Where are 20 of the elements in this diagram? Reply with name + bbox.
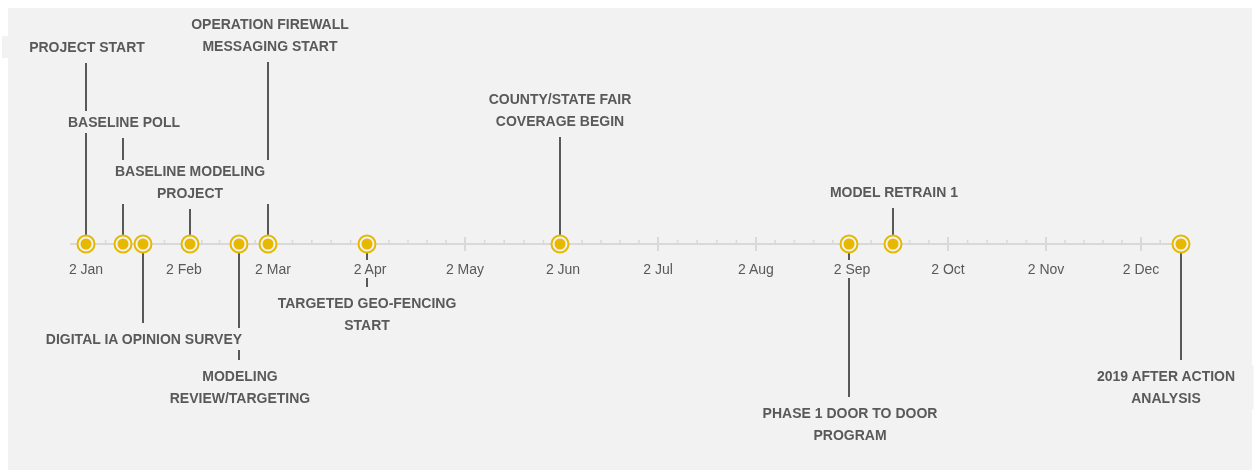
month-label: 2 Apr: [353, 260, 387, 278]
milestone-marker: [113, 234, 133, 254]
milestone-marker: [1171, 234, 1191, 254]
month-label: 2 Sep: [833, 260, 871, 278]
milestone-marker: [883, 234, 903, 254]
milestone-marker: [839, 234, 859, 254]
leader-line: [142, 252, 144, 324]
leader-line: [892, 207, 894, 236]
leader-line: [189, 208, 191, 236]
milestone-marker: [180, 234, 200, 254]
leader-line: [559, 136, 561, 236]
milestone-marker: [550, 234, 570, 254]
leader-line: [85, 62, 87, 236]
leader-line: [848, 252, 850, 398]
leader-line: [1180, 252, 1182, 361]
milestone-marker: [258, 234, 278, 254]
milestone-marker: [357, 234, 377, 254]
milestone-marker: [76, 234, 96, 254]
milestone-marker: [229, 234, 249, 254]
milestone-marker: [133, 234, 153, 254]
